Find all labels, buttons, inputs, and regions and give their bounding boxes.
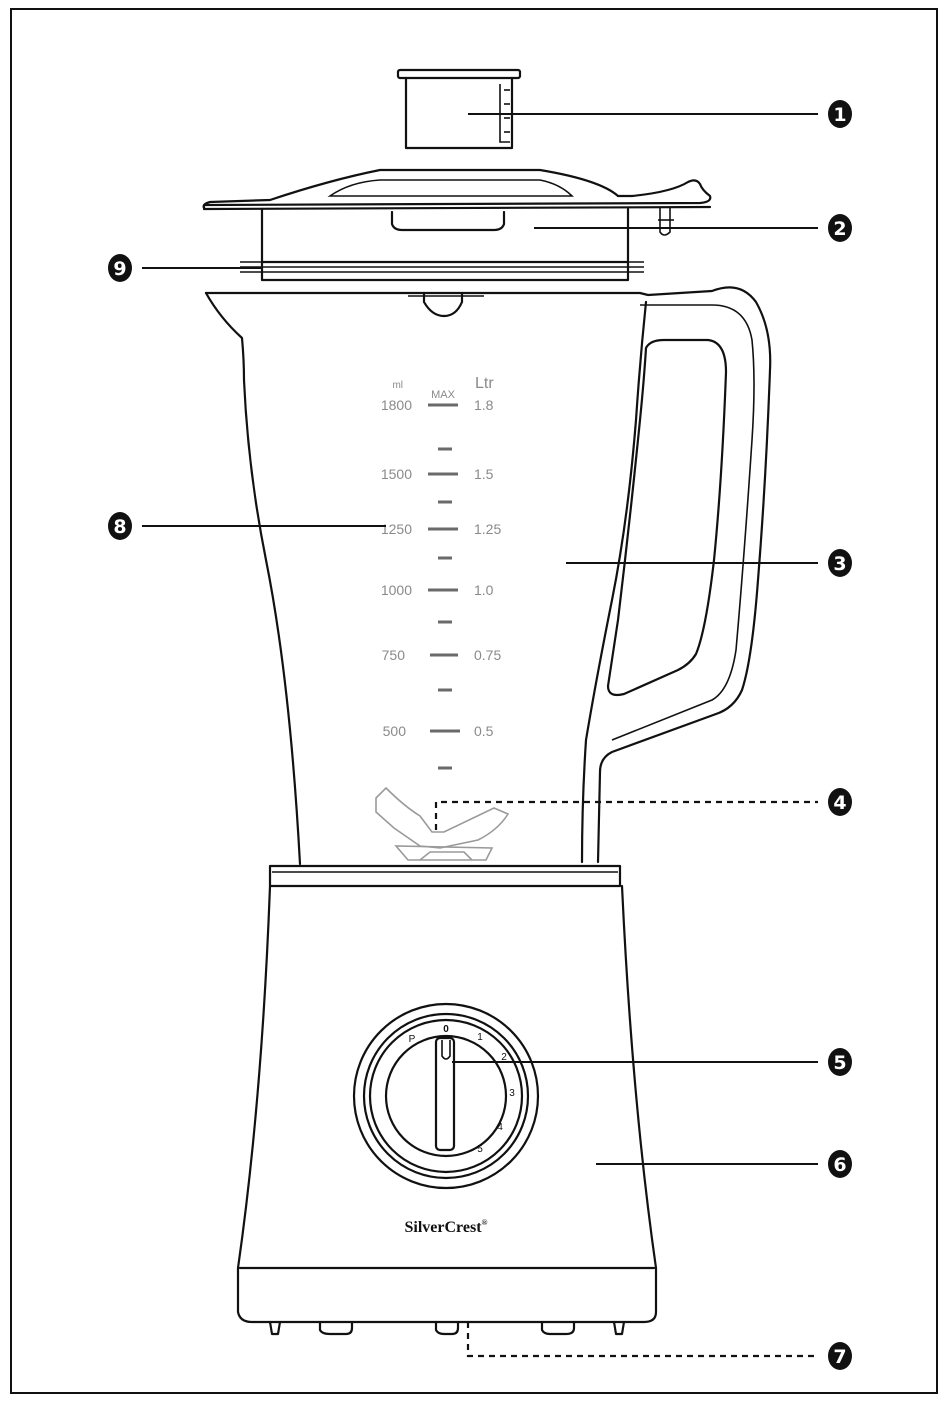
lid xyxy=(204,170,711,262)
dial-label-3: 3 xyxy=(509,1088,515,1099)
scale-ml-value: 1800 xyxy=(381,397,412,413)
measuring-cup xyxy=(398,70,520,148)
callout-9: 9 xyxy=(108,254,132,282)
dial-label-p: P xyxy=(409,1034,416,1045)
callout-number: 9 xyxy=(113,258,126,280)
callout-8: 8 xyxy=(108,512,132,540)
callout-3: 3 xyxy=(828,549,852,577)
callout-number: 7 xyxy=(833,1346,846,1368)
callout-6: 6 xyxy=(828,1150,852,1178)
scale-ml-value: 1250 xyxy=(381,521,412,537)
callout-number: 4 xyxy=(833,792,846,814)
callout-2: 2 xyxy=(828,214,852,242)
measurement-scale: ml MAX Ltr 1800 1.8 1500 1.5 1250 1.25 1000 1.0… xyxy=(381,375,502,768)
seal-ring xyxy=(240,262,644,280)
scale-l-value: 1.0 xyxy=(474,582,494,598)
scale-ml-value: 1500 xyxy=(381,466,412,482)
callout-7: 7 xyxy=(828,1342,852,1370)
callout-number: 8 xyxy=(113,516,126,538)
blade-assembly xyxy=(376,788,508,860)
callout-number: 2 xyxy=(833,218,846,240)
callout-5: 5 xyxy=(828,1048,852,1076)
dial-label-0: 0 xyxy=(443,1024,449,1035)
callout-4: 4 xyxy=(828,788,852,816)
scale-l-value: 0.5 xyxy=(474,723,494,739)
brand-logo: SilverCrest® xyxy=(405,1218,488,1236)
unit-l-label: Ltr xyxy=(475,375,494,392)
dial-label-1: 1 xyxy=(477,1032,483,1043)
scale-l-value: 1.5 xyxy=(474,466,494,482)
max-label: MAX xyxy=(431,389,456,401)
dial-label-4: 4 xyxy=(497,1122,503,1133)
scale-l-value: 1.25 xyxy=(474,521,501,537)
unit-ml-label: ml xyxy=(392,380,403,391)
scale-l-value: 1.8 xyxy=(474,397,494,413)
scale-ml-value: 750 xyxy=(382,647,406,663)
callout-1: 1 xyxy=(828,100,852,128)
scale-ml-value: 1000 xyxy=(381,582,412,598)
jug xyxy=(206,287,770,864)
callout-number: 1 xyxy=(833,104,846,126)
dial-label-5: 5 xyxy=(477,1144,483,1155)
callout-number: 3 xyxy=(833,553,846,575)
callout-number: 6 xyxy=(833,1154,846,1176)
scale-l-value: 0.75 xyxy=(474,647,501,663)
scale-ml-value: 500 xyxy=(383,723,407,739)
motor-base: SilverCrest® xyxy=(238,866,656,1334)
callout-number: 5 xyxy=(833,1052,846,1074)
